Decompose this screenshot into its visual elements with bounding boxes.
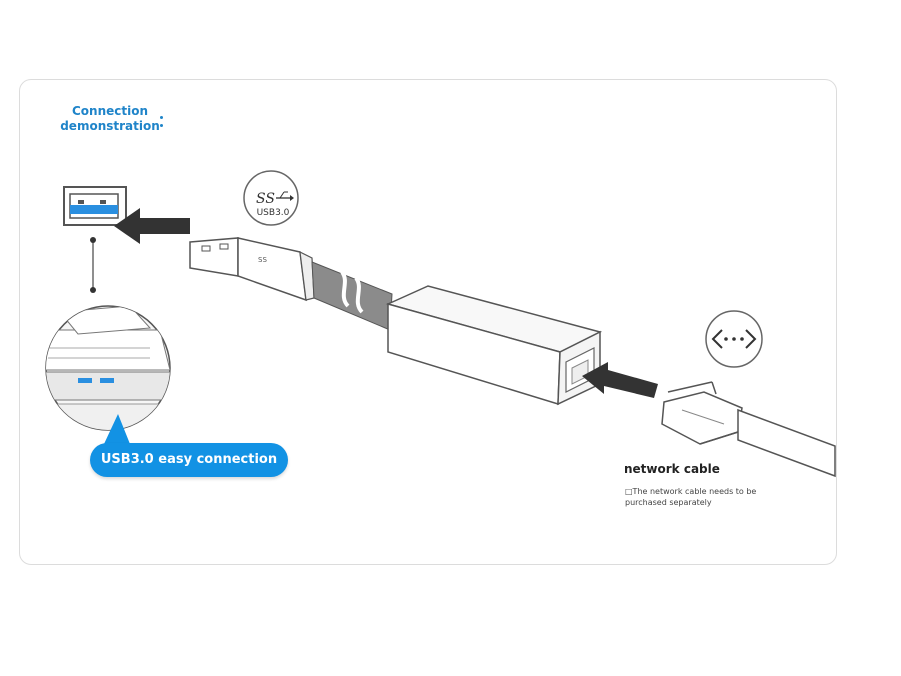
ethernet-adapter-icon: [385, 285, 603, 406]
insert-arrow-right-icon: [582, 362, 658, 398]
superspeed-usb-icon: SS: [243, 170, 299, 226]
usb-port-icon: [63, 186, 127, 226]
usb3-callout-badge: USB3.0 easy connection: [90, 443, 288, 477]
network-cable-title: network cable: [624, 462, 720, 476]
network-cable-note: □The network cable needs to be purchased…: [625, 487, 757, 507]
usb-plug-icon: SS: [189, 237, 315, 302]
title-dot: [160, 124, 163, 127]
usb-cable: [311, 261, 393, 331]
title-dot: [160, 116, 163, 119]
laptop-magnifier-icon: [45, 305, 171, 444]
section-title: Connection demonstration: [58, 104, 162, 134]
insert-arrow-left-icon: [114, 208, 190, 244]
rj45-plug-icon: [661, 381, 836, 478]
section-title-line2: demonstration: [60, 119, 160, 133]
svg-text:SS: SS: [258, 256, 267, 264]
svg-text:SS: SS: [256, 191, 275, 207]
ethernet-arrows-icon: [705, 310, 763, 368]
section-title-line1: Connection: [71, 104, 149, 118]
connector-line: [90, 237, 96, 293]
usb3-label: USB3.0: [256, 208, 290, 218]
